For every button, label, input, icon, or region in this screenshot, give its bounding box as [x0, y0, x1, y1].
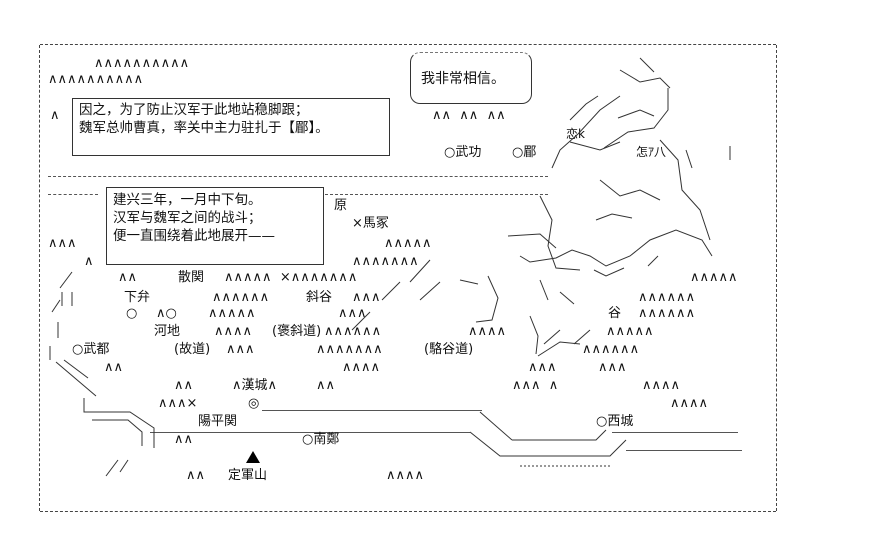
place-hancheng-label: 漢城	[241, 378, 268, 393]
mountain-row: ∧∧∧∧∧∧∧∧∧∧	[48, 72, 144, 87]
figure-label: 怎ｱ八	[636, 145, 667, 159]
narration-line: 因之，为了防止汉军于此地站稳脚跟；	[79, 102, 309, 118]
figure-label: 恋k	[566, 127, 585, 141]
narration-line: 魏军总帅曹真，率关中主力驻扎于【郿】。	[79, 120, 329, 136]
place-xicheng: ○西城	[596, 414, 634, 429]
mountain-row: ∧∧	[118, 270, 138, 285]
mountain-row: ∧	[50, 108, 60, 123]
place-hedi: 河地	[154, 324, 181, 339]
narration-line: 便一直围绕着此地展开——	[113, 228, 275, 244]
mountain-row: ∧∧	[174, 378, 194, 393]
divider-upper-3	[320, 194, 548, 195]
mountain-row: ∧∧∧	[598, 360, 627, 375]
road-yangping	[262, 410, 482, 411]
place-wudu: ○武都	[72, 342, 110, 357]
mountain-row: ∧∧∧ ∧	[512, 378, 559, 393]
mountain-row: ∧∧∧∧	[214, 324, 253, 339]
narration-line: 建兴三年，一月中下旬。	[113, 192, 262, 208]
mountain-row: ∧∧ ∧∧ ∧∧	[432, 108, 506, 123]
mountain-row: ∧∧∧	[48, 236, 77, 251]
mountain-row: ∧∧∧∧∧∧	[638, 290, 696, 305]
place-luogudao: (駱谷道)	[424, 342, 474, 357]
mountain-row: ∧∧∧∧	[670, 396, 709, 411]
mountain-row: ∧∧	[104, 360, 124, 375]
mountain-row: ∧∧∧∧∧∧∧∧∧∧	[94, 56, 190, 71]
narration-box-middle: 建兴三年，一月中下旬。 汉军与魏军之间的战斗； 便一直围绕着此地展开——	[106, 187, 324, 265]
place-xiegu: 斜谷	[306, 290, 333, 305]
speech-bubble: 我非常相信。	[410, 52, 532, 104]
map-frame	[39, 44, 777, 512]
narration-line: 汉军与魏军之间的战斗；	[113, 210, 262, 226]
place-marker: ∧○	[156, 306, 177, 321]
mountain-row: ∧∧∧	[226, 342, 255, 357]
place-yangpingguan: 陽平関	[198, 414, 238, 429]
mountain-row: ∧∧∧∧∧∧∧	[352, 254, 419, 269]
mountain-row: ∧∧∧∧∧∧	[212, 290, 270, 305]
mountain-row: ∧∧∧∧∧ ×∧∧∧∧∧∧∧	[224, 270, 358, 285]
mountain-row: ∧∧∧∧∧∧	[582, 342, 640, 357]
place-hancheng: ∧漢城∧	[232, 378, 278, 393]
road-xicheng	[612, 432, 738, 433]
mountain-row: ∧∧	[174, 432, 194, 447]
mountain-row: ∧∧∧∧	[342, 360, 381, 375]
place-dingjunshan: 定軍山	[228, 468, 268, 483]
place-gudao: (故道)	[174, 342, 211, 357]
mountain-row: ∧∧∧∧∧	[208, 306, 256, 321]
mountain-row: ∧∧∧∧∧∧	[324, 324, 382, 339]
mountain-row: ∧∧∧∧	[468, 324, 507, 339]
mountain-row: ∧∧∧×	[158, 396, 198, 411]
place-xiabian: 下弁	[124, 290, 151, 305]
mountain-row: ∧∧∧	[352, 290, 381, 305]
place-capital-mark: ◎	[248, 396, 260, 411]
mountain-row: ∧	[84, 254, 94, 269]
mountain-row: ∧∧∧∧	[642, 378, 681, 393]
place-sanguan: 散関	[178, 270, 205, 285]
mountain-row: ∧∧∧	[338, 306, 367, 321]
mountain-row: ∧∧	[316, 378, 336, 393]
place-marker: ○	[126, 306, 138, 321]
place-mei: ○郿	[512, 145, 537, 160]
mountain-row: ∧∧∧∧∧	[606, 324, 654, 339]
mountain-peak-icon	[246, 451, 260, 463]
divider-upper	[48, 176, 548, 177]
mountain-row: ∧∧∧∧∧	[690, 270, 738, 285]
mountain-row: ∧∧∧∧	[386, 468, 425, 483]
river-bank	[626, 450, 742, 451]
mountain-row: ∧∧∧	[528, 360, 557, 375]
speech-text: 我非常相信。	[421, 71, 505, 87]
mountain-row: ∧∧∧∧∧∧∧	[316, 342, 383, 357]
place-gu: 谷	[608, 306, 622, 321]
mountain-row: ∧∧∧∧∧	[384, 236, 432, 251]
place-baoxiedao: (褒斜道)	[272, 324, 322, 339]
place-wugong: ○武功	[444, 145, 482, 160]
narration-box-top: 因之，为了防止汉军于此地站稳脚跟； 魏军总帅曹真，率关中主力驻扎于【郿】。	[72, 98, 390, 156]
mountain-row: ∧∧∧∧∧∧	[638, 306, 696, 321]
divider-upper-2	[48, 194, 98, 195]
place-majia: ×馬冢	[352, 216, 389, 231]
place-nanzheng: ○南鄭	[302, 432, 340, 447]
road-nanzheng	[150, 432, 470, 433]
mountain-row: ∧∧	[186, 468, 206, 483]
place-yuan: 原	[334, 198, 348, 213]
